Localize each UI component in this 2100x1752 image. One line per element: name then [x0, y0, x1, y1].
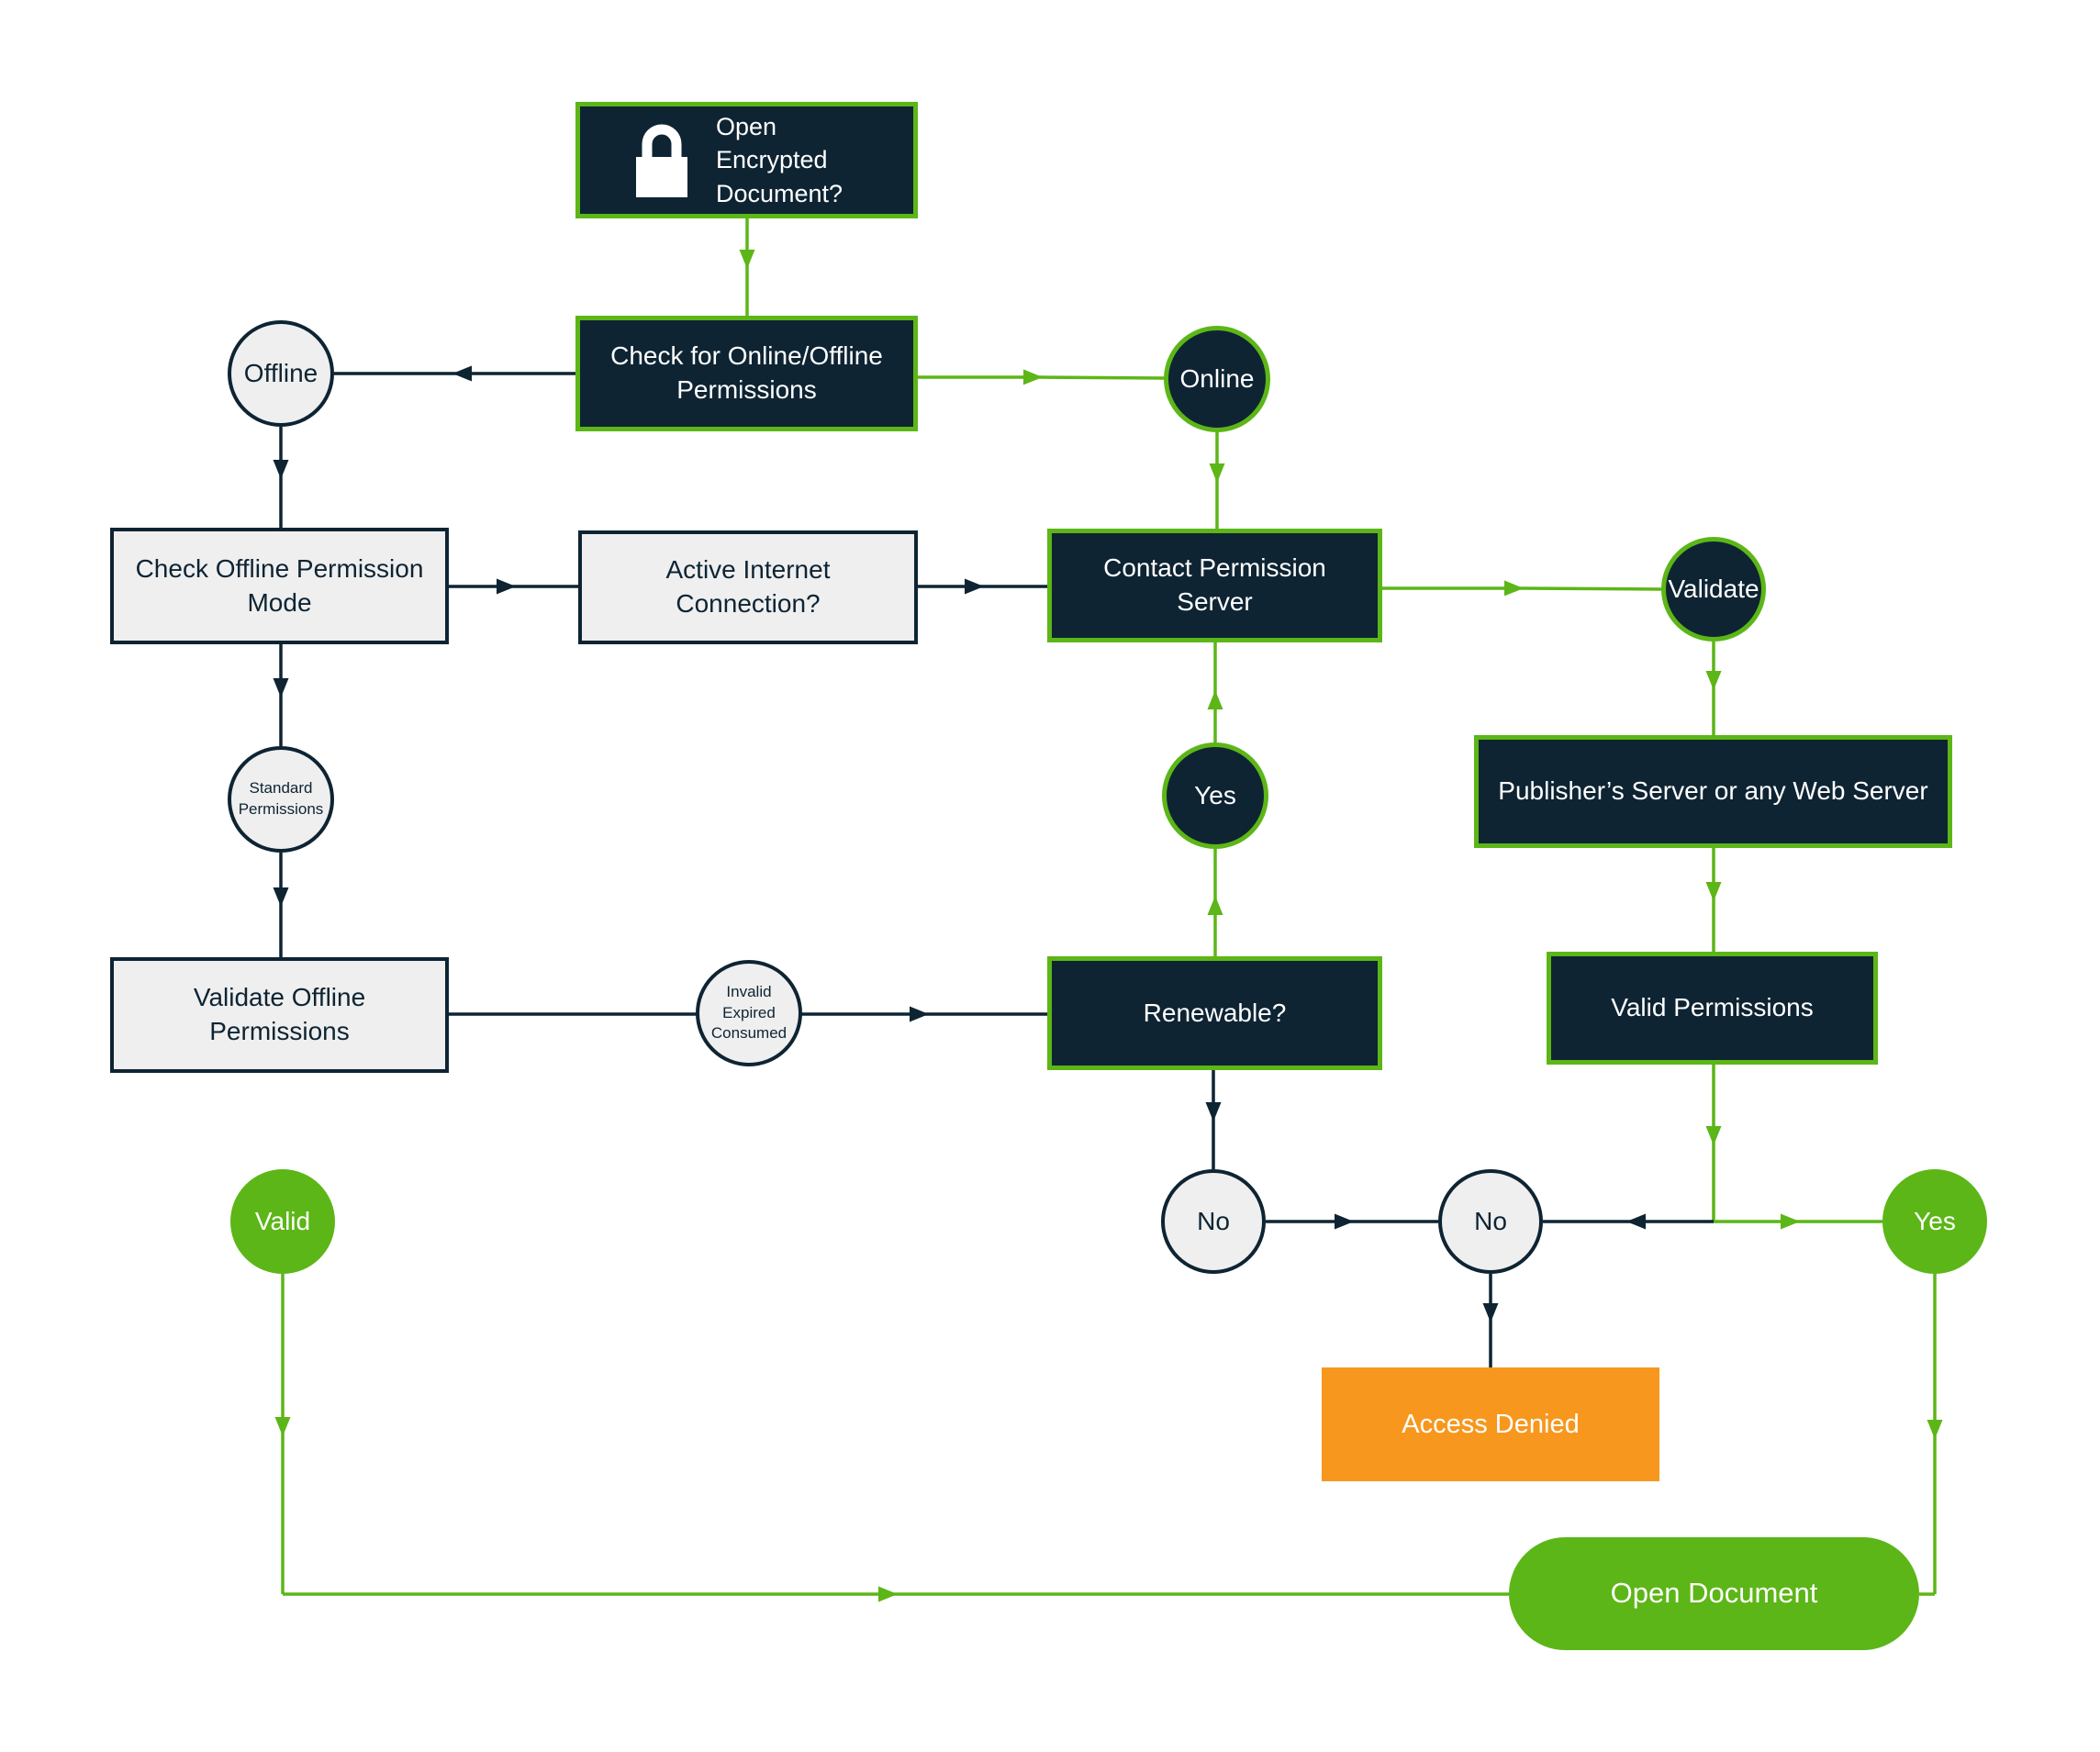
node-label: Yes — [1914, 1206, 1956, 1235]
node-label: Invalid Expired Consumed — [710, 982, 788, 1043]
node-validate: Validate — [1661, 537, 1766, 642]
node-label: Validate — [1668, 574, 1759, 603]
node-validate-offline-permissions: Validate Offline Permissions — [110, 957, 449, 1073]
edge-contact-to-validate — [1382, 580, 1662, 597]
node-standard-permissions: Standard Permissions — [228, 746, 334, 853]
node-renewable: Renewable? — [1047, 956, 1382, 1070]
node-label: Publisher’s Server or any Web Server — [1498, 776, 1928, 806]
node-offline: Offline — [228, 320, 334, 427]
node-valid-permissions: Valid Permissions — [1547, 952, 1878, 1065]
node-label: No — [1197, 1206, 1230, 1235]
node-check-online-offline: Check for Online/Offline Permissions — [575, 316, 918, 431]
node-contact-permission-server: Contact Permission Server — [1047, 529, 1382, 642]
node-label: Access Denied — [1402, 1409, 1580, 1439]
edge-check-to-online — [918, 369, 1165, 385]
node-open-document: Open Document — [1509, 1537, 1919, 1650]
node-label: Check for Online/Offline Permissions — [610, 341, 883, 404]
node-online: Online — [1164, 326, 1270, 432]
node-label: Standard Permissions — [238, 779, 324, 818]
node-label: Active Internet Connection? — [665, 555, 831, 618]
node-yes-renew: Yes — [1162, 742, 1268, 849]
node-label: Validate Offline Permissions — [193, 983, 366, 1045]
node-access-denied: Access Denied — [1322, 1367, 1659, 1481]
lock-icon — [636, 124, 687, 197]
node-yes-valid: Yes — [1882, 1169, 1987, 1274]
node-label: No — [1474, 1206, 1507, 1235]
node-label: Open Encrypted Document? — [716, 112, 843, 207]
node-no-valid: No — [1438, 1169, 1543, 1274]
node-label: Valid — [254, 1206, 311, 1235]
node-label: Open Document — [1610, 1577, 1818, 1610]
node-valid: Valid — [230, 1169, 335, 1274]
node-check-offline-permission-mode: Check Offline Permission Mode — [110, 528, 449, 644]
node-active-internet-connection: Active Internet Connection? — [578, 530, 918, 644]
node-label: Offline — [243, 358, 318, 387]
node-label: Yes — [1194, 780, 1236, 809]
node-label: Renewable? — [1143, 998, 1287, 1027]
node-label: Online — [1179, 363, 1255, 393]
node-open-encrypted-document: Open Encrypted Document? — [575, 102, 918, 218]
node-label: Check Offline Permission Mode — [135, 553, 424, 617]
node-invalid-expired-consumed: Invalid Expired Consumed — [696, 960, 802, 1066]
node-publishers-server: Publisher’s Server or any Web Server — [1474, 735, 1952, 848]
node-label: Valid Permissions — [1611, 993, 1814, 1022]
node-no-renew: No — [1161, 1169, 1266, 1274]
node-label: Contact Permission Server — [1103, 553, 1326, 616]
